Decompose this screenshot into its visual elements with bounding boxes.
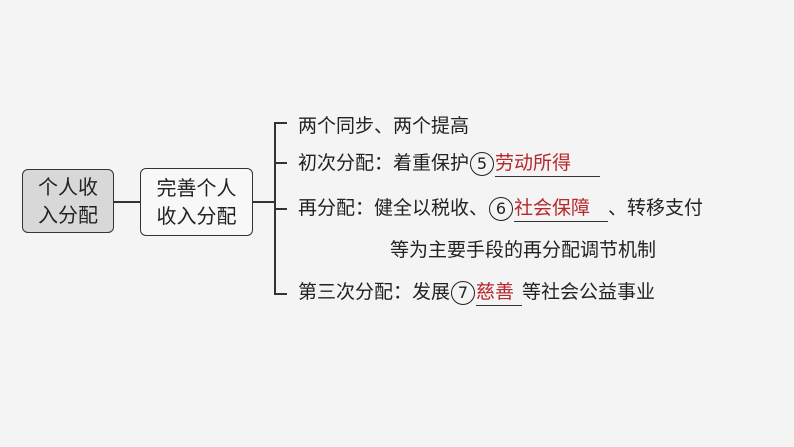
answer-blank: 社会保障: [514, 195, 609, 222]
bracket-tick: [274, 162, 287, 164]
root-node: 个人收入分配: [22, 169, 114, 233]
bracket-tick: [274, 293, 287, 295]
answer-blank: 慈善: [476, 279, 523, 306]
branch-line: 收入分配: [156, 204, 237, 228]
root-line: 个人收: [38, 175, 98, 199]
bracket-tick: [274, 208, 287, 210]
item-text: 、转移支付: [608, 197, 704, 219]
item-text: 初次分配：着重保护: [298, 152, 470, 174]
circled-number: 6: [489, 196, 514, 221]
branch-node: 完善个人收入分配: [140, 168, 253, 236]
item-text: 再分配：健全以税收、: [298, 197, 489, 219]
root-line: 入分配: [38, 203, 98, 227]
item-3-cont: 等为主要手段的再分配调节机制: [390, 239, 657, 261]
bracket-tick: [274, 122, 287, 124]
item-text: 第三次分配：发展: [298, 281, 451, 303]
item-1: 两个同步、两个提高: [298, 115, 470, 137]
answer-blank: 劳动所得: [495, 150, 601, 177]
circled-number: 5: [470, 151, 495, 176]
connector: [114, 201, 140, 203]
branch-line: 完善个人: [156, 176, 237, 200]
connector: [253, 201, 275, 203]
circled-number: 7: [451, 280, 476, 305]
item-text: 等社会公益事业: [522, 281, 656, 303]
